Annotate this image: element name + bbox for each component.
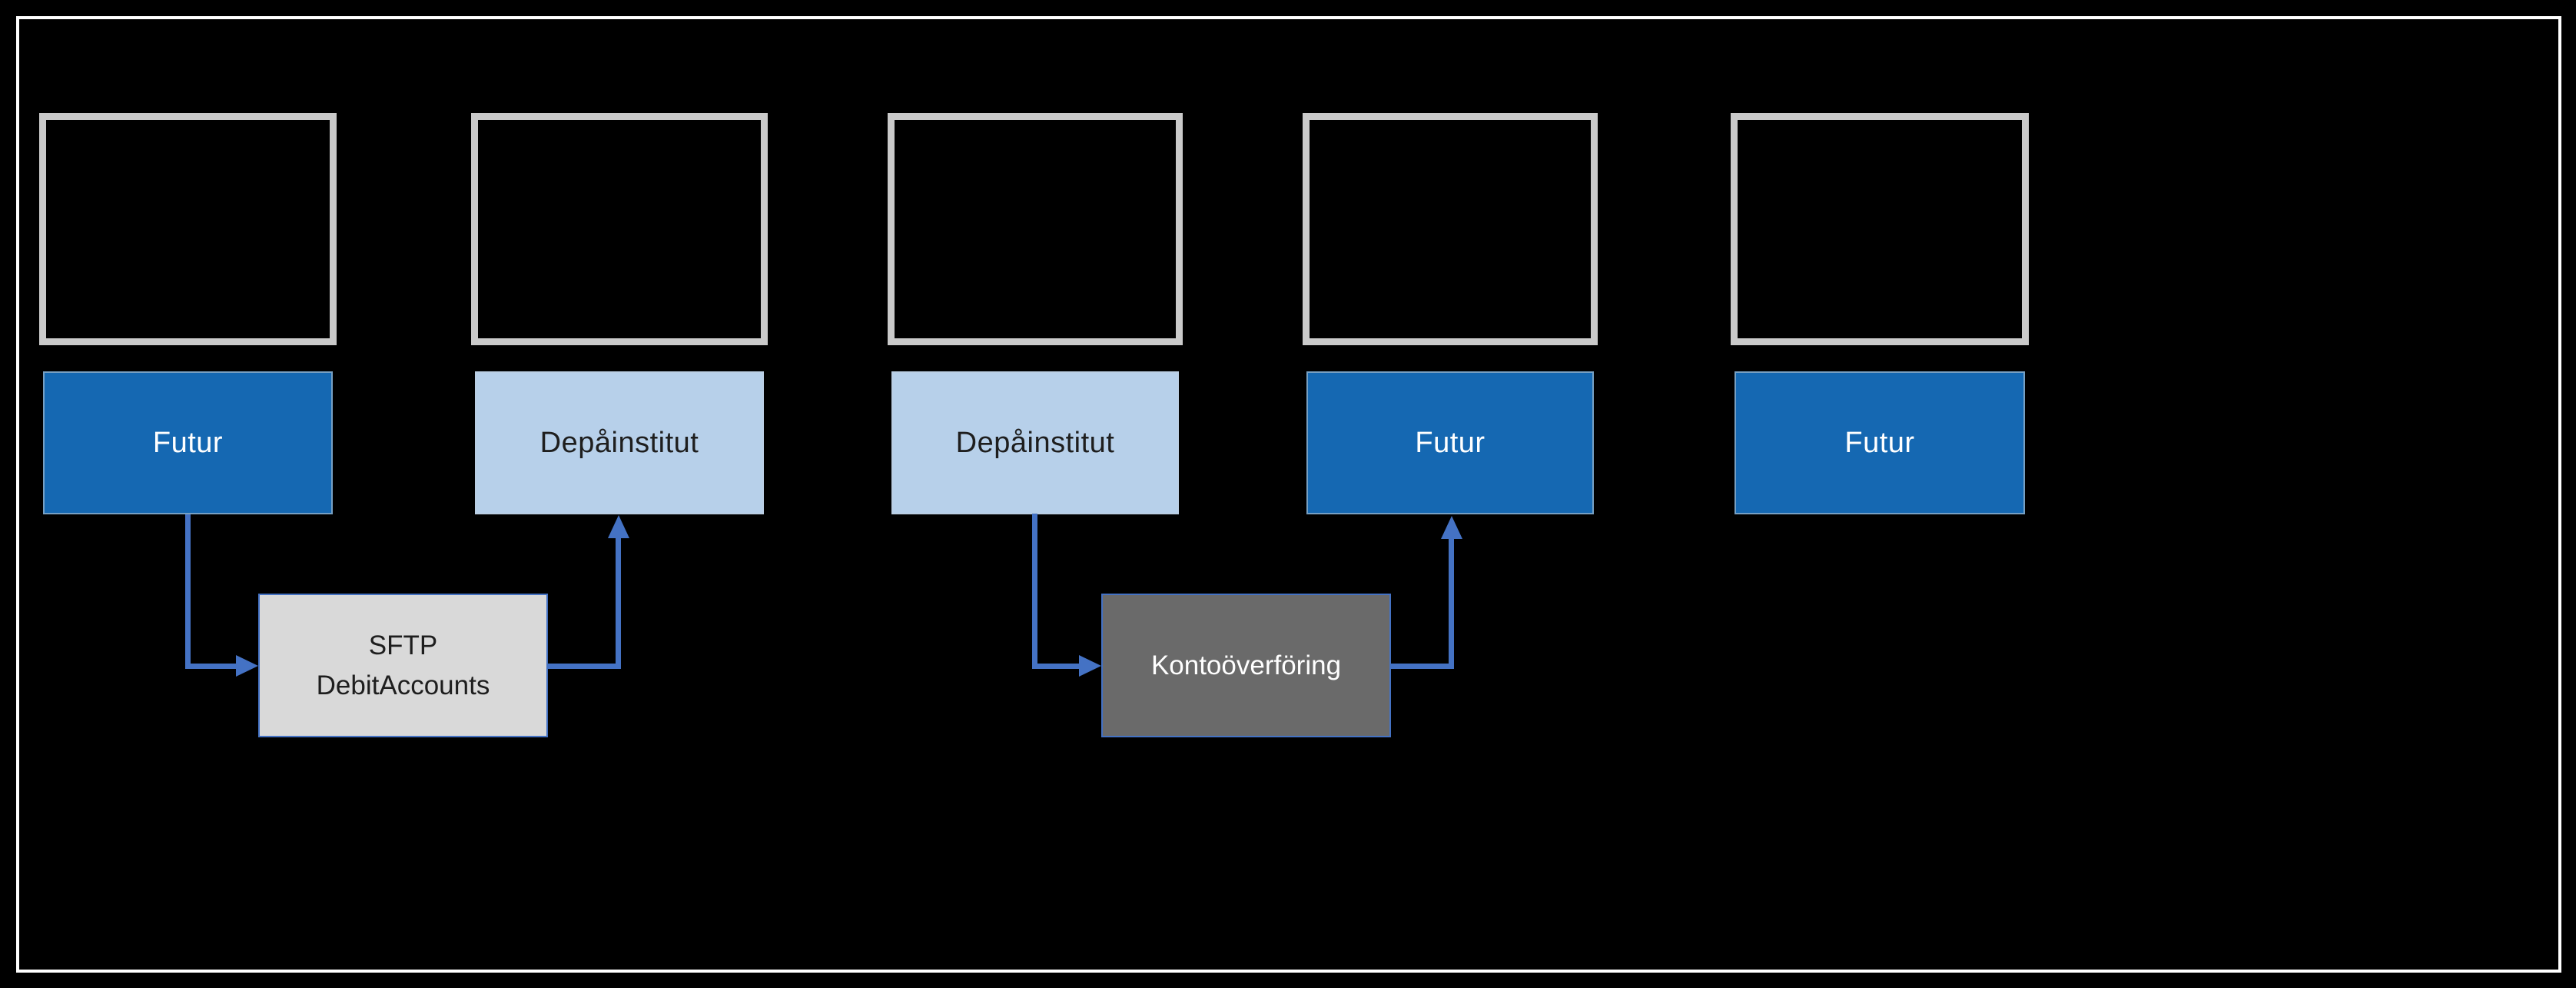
sftp-line2: DebitAccounts xyxy=(316,670,490,700)
sftp-line1: SFTP xyxy=(368,630,438,660)
depainstitut-box-2-label: Depåinstitut xyxy=(955,426,1115,459)
connector-sftp-depainstitut1-horizontal xyxy=(548,664,621,669)
futur-box-2: Futur xyxy=(1306,371,1594,514)
arrowhead-right-icon xyxy=(1079,655,1101,677)
futur-box-1-label: Futur xyxy=(152,426,224,459)
image-placeholder-2 xyxy=(471,113,768,345)
depainstitut-box-2: Depåinstitut xyxy=(891,371,1179,514)
connector-konto-futur2-horizontal xyxy=(1391,664,1454,669)
depainstitut-box-1: Depåinstitut xyxy=(475,371,764,514)
kontooverforing-box: Kontoöverföring xyxy=(1101,594,1391,737)
arrowhead-right-icon xyxy=(236,655,258,677)
connector-depainstitut2-konto-horizontal xyxy=(1032,664,1079,669)
futur-box-3-label: Futur xyxy=(1844,426,1915,459)
image-placeholder-3 xyxy=(888,113,1183,345)
depainstitut-box-1-label: Depåinstitut xyxy=(539,426,699,459)
outer-frame xyxy=(16,16,2561,973)
futur-box-1: Futur xyxy=(43,371,333,514)
connector-futur1-sftp-vertical xyxy=(185,514,191,669)
kontooverforing-label: Kontoöverföring xyxy=(1150,650,1342,680)
image-placeholder-4 xyxy=(1303,113,1598,345)
image-placeholder-1 xyxy=(39,113,337,345)
connector-depainstitut2-konto-vertical xyxy=(1032,514,1037,669)
connector-konto-futur2-vertical xyxy=(1449,539,1454,669)
image-placeholder-5 xyxy=(1731,113,2029,345)
futur-box-2-label: Futur xyxy=(1415,426,1486,459)
sftp-debitaccounts-box: SFTP DebitAccounts xyxy=(258,594,548,737)
connector-futur1-sftp-horizontal xyxy=(185,664,236,669)
arrowhead-up-icon xyxy=(1441,516,1462,539)
arrowhead-up-icon xyxy=(608,515,629,538)
connector-sftp-depainstitut1-vertical xyxy=(616,538,621,669)
futur-box-3: Futur xyxy=(1734,371,2025,514)
